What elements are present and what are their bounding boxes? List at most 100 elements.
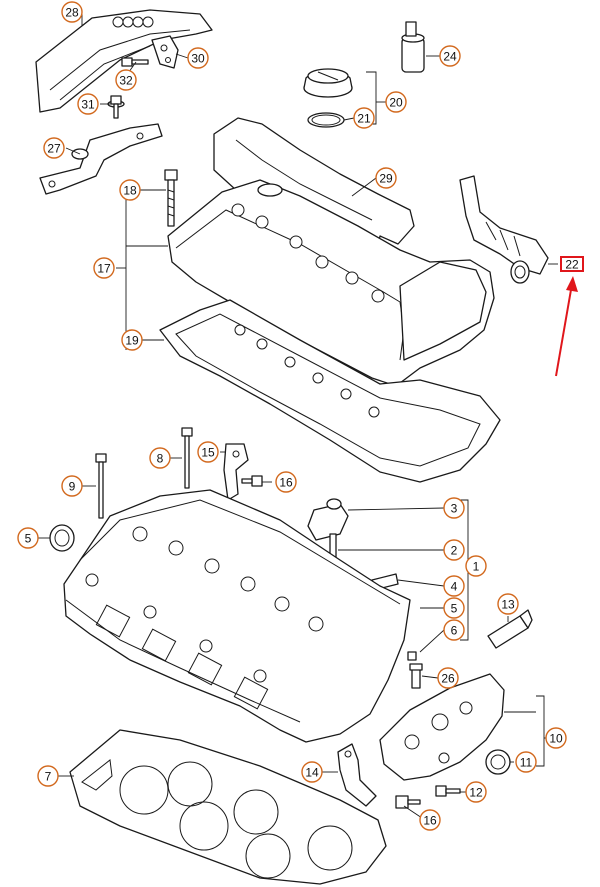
- callout-29: 29: [375, 167, 397, 189]
- callout-label: 9: [69, 480, 76, 494]
- valve-cover-gasket-part: [159, 299, 501, 483]
- callout-16a: 16: [275, 471, 297, 493]
- callout-circle: [545, 727, 567, 749]
- callout-circle: [119, 179, 141, 201]
- callout-circle: [61, 475, 83, 497]
- head-bolt-9-part: [95, 453, 107, 519]
- callout-9: 9: [61, 475, 83, 497]
- callout-label: 21: [357, 112, 371, 126]
- callout-label: 31: [81, 98, 95, 112]
- bolt-18-part: [164, 169, 178, 227]
- callout-12: 12: [465, 781, 487, 803]
- callout-circle: [443, 497, 465, 519]
- callout-circle: [465, 555, 487, 577]
- callout-circle: [497, 593, 519, 615]
- callout-circle: [61, 1, 83, 23]
- callout-circle: [275, 471, 297, 493]
- highlight-box: [560, 256, 584, 272]
- callout-5a: 5: [17, 527, 39, 549]
- callout-15: 15: [197, 441, 219, 463]
- bolt-6-part: [407, 651, 417, 661]
- bracket-14-part: [337, 743, 377, 807]
- mounting-bracket-part: [39, 123, 163, 195]
- callout-label: 15: [201, 446, 215, 460]
- callout-circle: [121, 329, 143, 351]
- callout-label: 20: [389, 96, 403, 110]
- callout-circle: [419, 809, 441, 831]
- callout-label: 29: [379, 172, 393, 186]
- callout-circle: [43, 137, 65, 159]
- callout-1: 1: [465, 555, 487, 577]
- callout-label: 24: [443, 50, 457, 64]
- callout-circle: [375, 167, 397, 189]
- callout-label: 10: [549, 732, 563, 746]
- bolt-16a-part: [241, 475, 263, 487]
- callout-label: 18: [123, 184, 137, 198]
- lifting-eye-15-part: [223, 443, 249, 501]
- callout-30: 30: [187, 47, 209, 69]
- callout-circle: [443, 539, 465, 561]
- callout-11: 11: [515, 751, 537, 773]
- callout-label: 16: [423, 814, 437, 828]
- callout-circle: [301, 761, 323, 783]
- callout-label: 30: [191, 52, 205, 66]
- callout-8: 8: [149, 447, 171, 469]
- callout-circle: [187, 47, 209, 69]
- callout-label: 32: [119, 74, 133, 88]
- bolt-12-part: [435, 785, 461, 797]
- callout-label: 7: [45, 770, 52, 784]
- callout-label: 3: [451, 502, 458, 516]
- callout-16b: 16: [419, 809, 441, 831]
- callout-26: 26: [437, 667, 459, 689]
- callout-circle: [93, 257, 115, 279]
- callout-24: 24: [439, 45, 461, 67]
- cam-bearing-cap-part: [307, 498, 349, 565]
- callout-label: 5: [25, 532, 32, 546]
- callout-13: 13: [497, 593, 519, 615]
- callout-label: 28: [65, 6, 79, 20]
- callout-circle: [385, 91, 407, 113]
- callout-19: 19: [121, 329, 143, 351]
- callout-circle: [353, 107, 375, 129]
- callout-circle: [37, 765, 59, 787]
- cover-bracket-part: [151, 35, 179, 69]
- callout-circle: [115, 69, 137, 91]
- plug-24-part: [401, 21, 425, 73]
- callout-circle: [465, 781, 487, 803]
- callout-31: 31: [77, 93, 99, 115]
- callout-label: 17: [97, 262, 111, 276]
- callout-circle: [149, 447, 171, 469]
- callout-2: 2: [443, 539, 465, 561]
- callout-label: 22: [565, 258, 579, 272]
- highlight-arrow: [555, 276, 578, 377]
- callout-17: 17: [93, 257, 115, 279]
- callout-5b: 5: [443, 597, 465, 619]
- callout-circle: [443, 619, 465, 641]
- callout-label: 26: [441, 672, 455, 686]
- callout-label: 12: [469, 786, 483, 800]
- bolt-16b-part: [395, 795, 421, 809]
- callout-label: 19: [125, 334, 139, 348]
- callout-10: 10: [545, 727, 567, 749]
- callout-label: 4: [451, 580, 458, 594]
- callout-circle: [77, 93, 99, 115]
- sealant-tube-13-part: [487, 609, 533, 649]
- callout-18: 18: [119, 179, 141, 201]
- callout-circle: [197, 441, 219, 463]
- callout-label: 11: [520, 756, 533, 770]
- bolt-31-part: [107, 95, 125, 119]
- end-cover-10-part: [379, 673, 505, 781]
- callout-label: 5: [451, 602, 458, 616]
- callout-20: 20: [385, 91, 407, 113]
- bolt-8-part: [181, 427, 193, 489]
- bolt-32-part: [121, 57, 149, 67]
- callout-label: 8: [157, 452, 164, 466]
- callout-circle: [443, 597, 465, 619]
- callout-label: 27: [47, 142, 61, 156]
- callout-label: 16: [279, 476, 293, 490]
- callout-3: 3: [443, 497, 465, 519]
- engine-cover-part: [35, 9, 213, 113]
- seal-ring-11-part: [485, 749, 511, 775]
- cylinder-head-part: [63, 489, 411, 743]
